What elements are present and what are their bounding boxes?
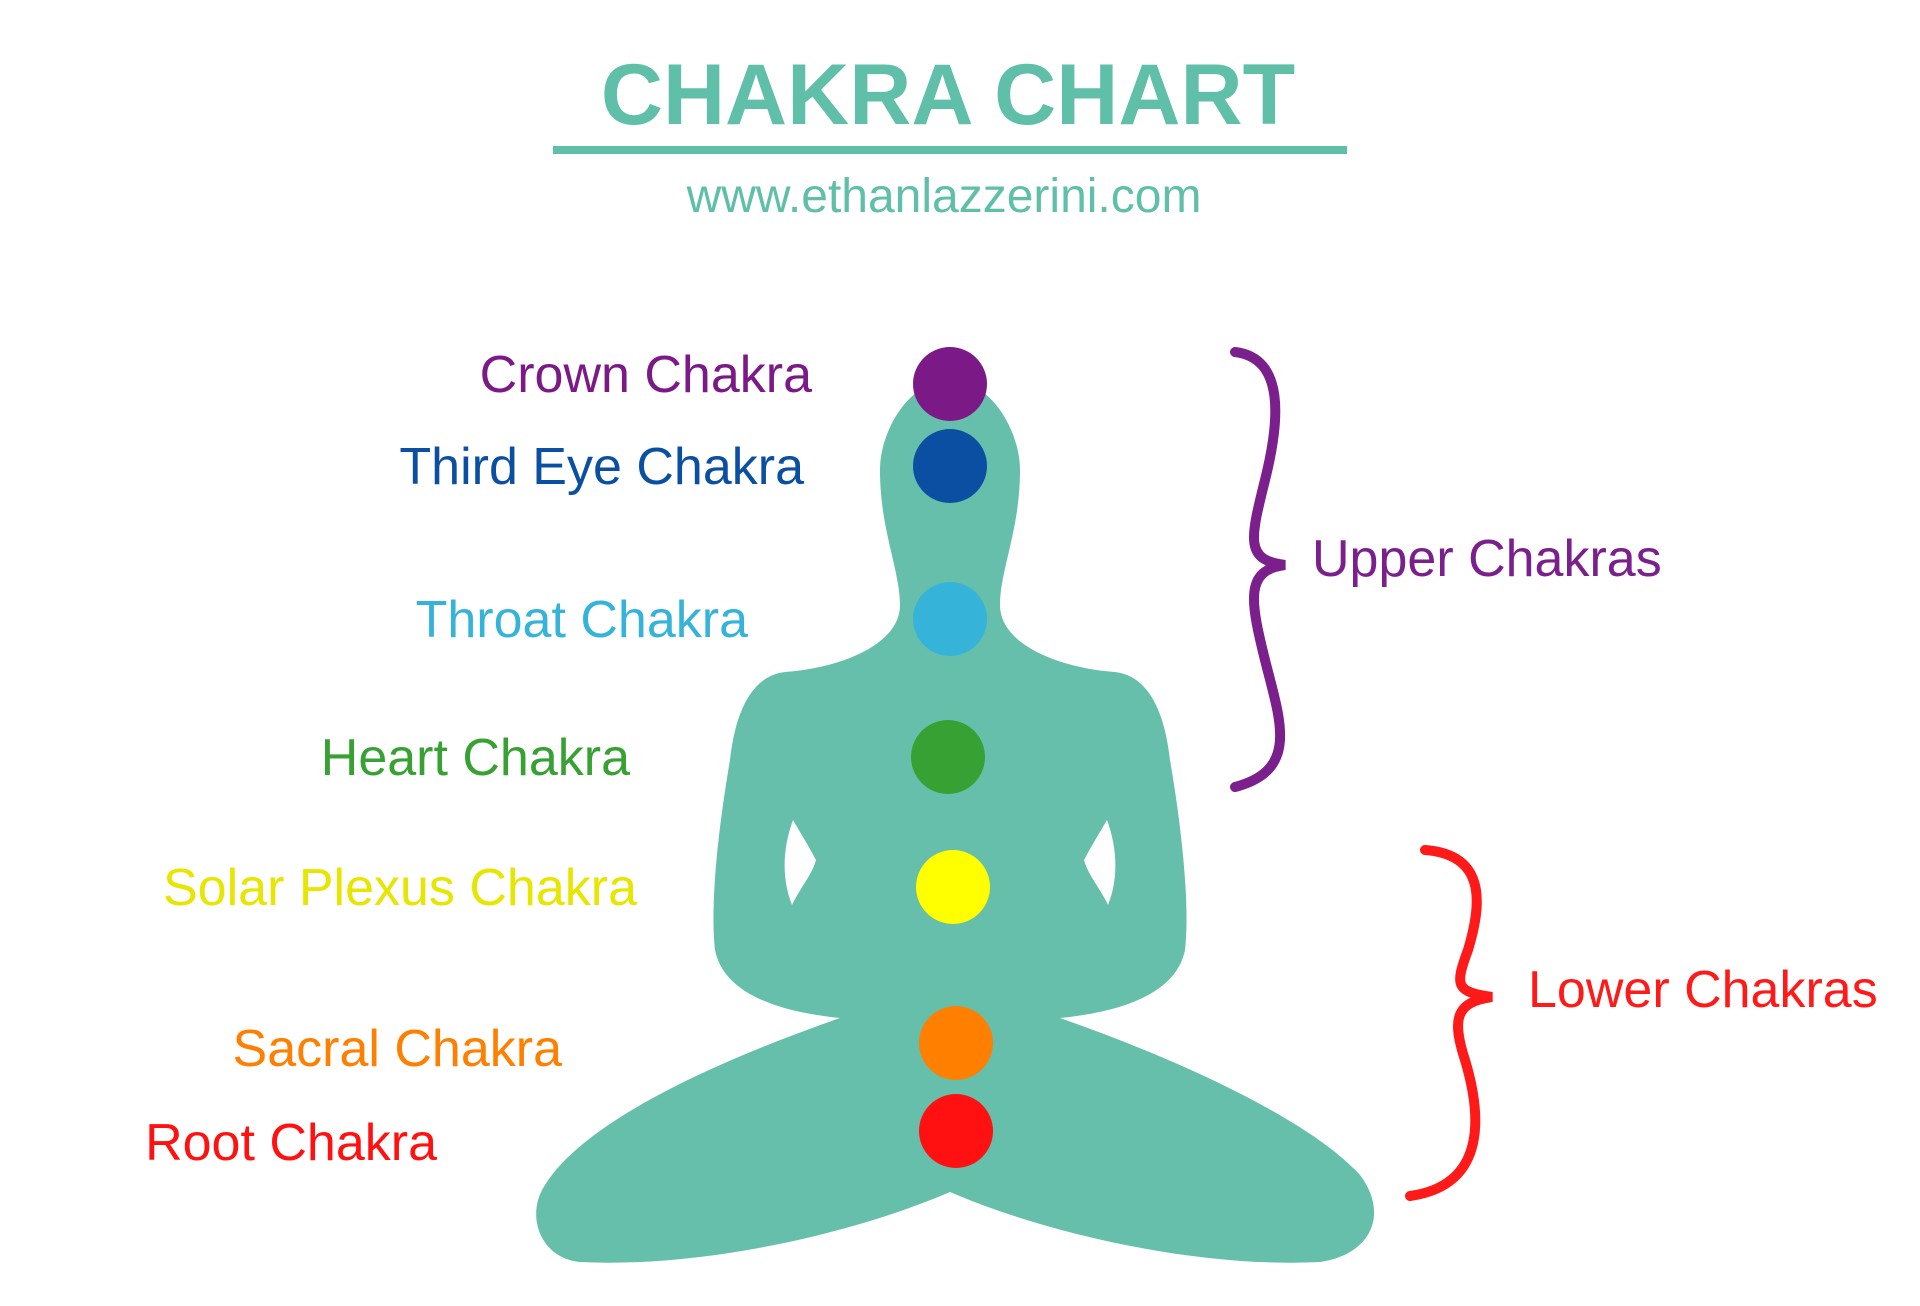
- website-url: www.ethanlazzerini.com: [686, 170, 1202, 223]
- meditating-figure-silhouette: [536, 380, 1375, 1263]
- title-underline: [553, 146, 1347, 154]
- chakra-label-sacral: Sacral Chakra: [233, 1020, 563, 1078]
- chakra-dot-heart: [911, 720, 985, 794]
- chakra-dot-throat: [913, 582, 987, 656]
- chakra-dot-third-eye: [913, 429, 987, 503]
- lower-chakras-label: Lower Chakras: [1528, 961, 1878, 1019]
- chakra-label-root: Root Chakra: [145, 1114, 437, 1172]
- chakra-label-heart: Heart Chakra: [321, 729, 630, 787]
- upper-chakras-brace: [1230, 347, 1286, 792]
- page-title: CHAKRA CHART: [601, 47, 1295, 143]
- chakra-label-third-eye: Third Eye Chakra: [399, 438, 804, 496]
- chakra-dot-solar-plexus: [916, 850, 990, 924]
- chakra-dots: [911, 347, 993, 1168]
- chakra-labels: Crown Chakra Third Eye Chakra Throat Cha…: [145, 346, 812, 1172]
- chakra-label-crown: Crown Chakra: [480, 346, 812, 404]
- chakra-label-solar-plexus: Solar Plexus Chakra: [163, 859, 637, 917]
- figure-right-arm-gap: [1084, 820, 1116, 905]
- figure-left-arm-gap: [784, 820, 816, 905]
- chakra-dot-crown: [913, 347, 987, 421]
- figure-body: [536, 380, 1375, 1263]
- upper-chakras-label: Upper Chakras: [1312, 530, 1662, 588]
- chakra-label-throat: Throat Chakra: [416, 591, 748, 649]
- lower-chakras-brace: [1405, 845, 1493, 1201]
- chakra-dot-root: [919, 1094, 993, 1168]
- chakra-dot-sacral: [919, 1006, 993, 1080]
